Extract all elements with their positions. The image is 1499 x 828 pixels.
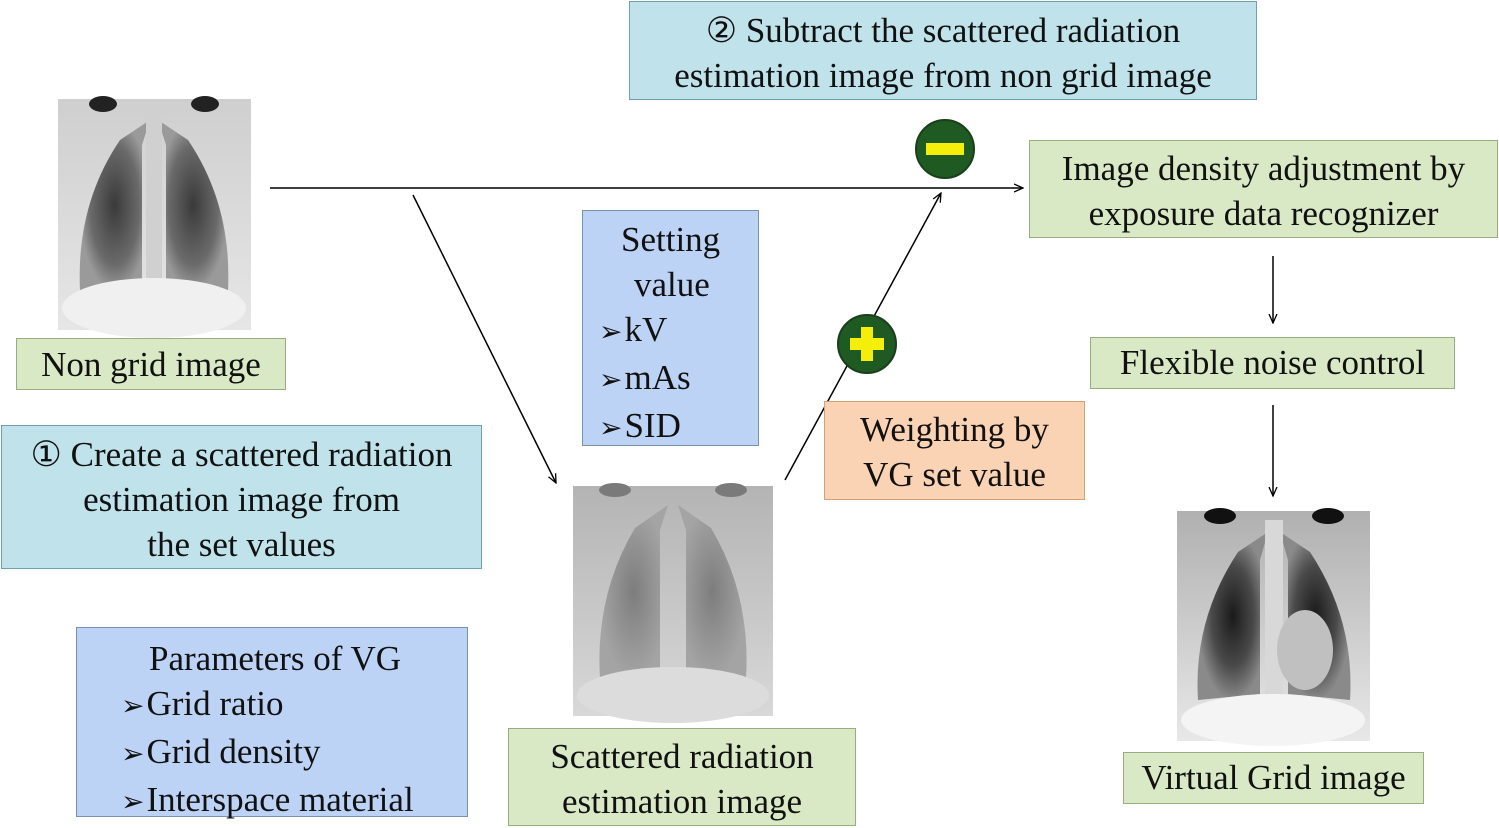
step1-create-box: ① Create a scattered radiation estimatio… (1, 425, 482, 569)
params-item-grid-ratio: Grid ratio (121, 681, 467, 729)
step1-line-2: estimation image from (83, 480, 400, 519)
setting-item-sid: SID (599, 403, 758, 451)
params-item-grid-density: Grid density (121, 729, 467, 777)
virtual-grid-image-label: Virtual Grid image (1123, 752, 1424, 804)
xray-virtual-grid (1177, 508, 1370, 746)
setting-title-1: Setting (621, 220, 721, 259)
setting-value-box: Setting value kV mAs SID (582, 210, 759, 446)
noise-control-box: Flexible noise control (1090, 337, 1455, 389)
step2-line-2: estimation image from non grid image (674, 56, 1212, 95)
xray-non-grid (58, 96, 251, 338)
scatter-estimation-label: Scattered radiation estimation image (508, 728, 856, 826)
plus-icon (837, 314, 897, 374)
parameters-vg-box: Parameters of VG Grid ratio Grid density… (76, 627, 468, 819)
weighting-box: Weighting by VG set value (824, 401, 1085, 500)
params-title: Parameters of VG (149, 639, 402, 678)
density-adjustment-box: Image density adjustment by exposure dat… (1029, 140, 1498, 238)
step1-line-1: ① Create a scattered radiation (30, 435, 453, 474)
params-item-interspace: Interspace material (121, 777, 467, 825)
non-grid-image-label: Non grid image (16, 338, 286, 390)
setting-item-mas: mAs (599, 355, 758, 403)
setting-item-kv: kV (599, 307, 758, 355)
xray-scatter-estimate (573, 483, 773, 723)
minus-icon (915, 119, 975, 179)
setting-title-2: value (634, 265, 710, 304)
step2-subtract-box: ② Subtract the scattered radiation estim… (629, 1, 1257, 100)
step1-line-3: the set values (147, 525, 336, 564)
arrow-to-scatter (412, 194, 556, 483)
step2-line-1: ② Subtract the scattered radiation (705, 11, 1181, 50)
